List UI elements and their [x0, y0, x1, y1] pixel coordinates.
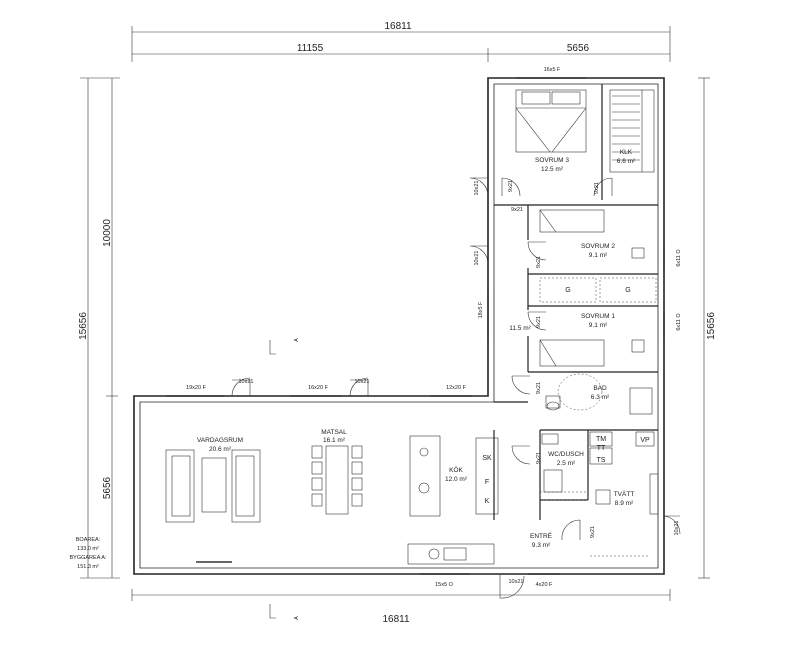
- area-summary: BOAREA: 133.0 m² BYGGAREA A: 151.3 m²: [70, 537, 107, 570]
- room-matsal-area: 16.1 m²: [323, 437, 346, 444]
- room-sovrum2-area: 9.1 m²: [589, 252, 608, 259]
- label-d-front: 10x21: [509, 579, 524, 585]
- section-markers: [269, 340, 276, 619]
- fixture-labels: G G SK F K TM TT TS VP: [482, 287, 650, 505]
- dim-left-total: 15656: [78, 312, 89, 340]
- label-d-klk: 9x21: [594, 182, 600, 194]
- label-d-left1: 10x21: [474, 181, 480, 196]
- label-w-liv1: 19x20 F: [186, 385, 207, 391]
- label-d-sov3: 9x21: [508, 180, 514, 192]
- room-entre-area: 9.3 m²: [532, 542, 551, 549]
- room-klk-name: KLK: [620, 149, 633, 156]
- boarea-value: 133.0 m²: [77, 546, 99, 552]
- boarea-label: BOAREA:: [76, 537, 101, 543]
- room-vardagsrum-name: VARDAGSRUM: [197, 437, 243, 444]
- byggarea-label: BYGGAREA A:: [70, 555, 107, 561]
- label-d-hall1: 9x21: [511, 207, 523, 213]
- fixture-g2: G: [625, 287, 630, 294]
- dim-bottom-total: 16811: [382, 614, 410, 625]
- label-w-liv3: 12x20 F: [446, 385, 467, 391]
- opening-labels: 16x5 F 10x21 9x21 9x21 9x21 10x21 9x21 6…: [186, 67, 682, 588]
- fixture-g1: G: [565, 287, 570, 294]
- fixture-tm: TM: [596, 436, 606, 443]
- label-d-left2: 10x21: [474, 251, 480, 266]
- room-sovrum1-area: 9.1 m²: [589, 322, 608, 329]
- room-vardagsrum-area: 20.6 m²: [209, 446, 232, 453]
- fixture-tt: TT: [597, 445, 606, 452]
- fixture-ts: TS: [597, 457, 606, 464]
- room-tvatt-area: 8.9 m²: [615, 500, 634, 507]
- dimension-lines: [80, 26, 710, 601]
- room-sovrum3-area: 12.5 m²: [541, 166, 564, 173]
- label-w-right2: 6x11 O: [676, 313, 682, 331]
- dim-top-total: 16811: [384, 21, 412, 32]
- room-labels: SOVRUM 3 12.5 m² KLK 6.6 m² SOVRUM 2 9.1…: [197, 149, 636, 549]
- room-bad-area: 6.3 m²: [591, 394, 610, 401]
- section-a-top: A: [294, 338, 300, 342]
- room-wc-dusch-name: WC/DUSCH: [548, 451, 584, 458]
- section-a-bottom: A: [294, 616, 300, 620]
- label-d-sov1: 9x21: [536, 316, 542, 328]
- label-w-bottom: 15x5 O: [435, 582, 453, 588]
- label-d-bad: 9x21: [536, 382, 542, 394]
- dim-right-total: 15656: [706, 312, 717, 340]
- room-sovrum3-name: SOVRUM 3: [535, 157, 569, 164]
- room-tvatt-name: TVÄTT: [614, 490, 635, 498]
- room-kok-name: KÖK: [449, 466, 463, 474]
- label-w-front: 4x20 F: [536, 582, 553, 588]
- room-kok-area: 12.0 m²: [445, 476, 468, 483]
- room-klk-area: 6.6 m²: [617, 158, 636, 165]
- furniture: [165, 89, 659, 565]
- label-d-sov2: 9x21: [536, 256, 542, 268]
- label-w-top: 16x5 F: [544, 67, 561, 73]
- dim-left-lower: 5656: [102, 476, 113, 499]
- label-d-entre: 9x21: [590, 526, 596, 538]
- room-entre-name: ENTRÉ: [530, 531, 553, 540]
- room-sovrum2-name: SOVRUM 2: [581, 243, 615, 250]
- dim-top-right: 5656: [567, 43, 590, 54]
- fixture-k: K: [485, 498, 490, 505]
- room-wc-dusch-area: 2.5 m²: [557, 460, 576, 467]
- room-hall-area: 11.5 m²: [509, 325, 531, 332]
- doors: [231, 177, 681, 599]
- label-d-liv1: 10x21: [239, 379, 254, 385]
- dim-top-left: 11155: [297, 43, 324, 54]
- label-w-right1: 6x11 O: [676, 249, 682, 267]
- room-bad-name: BAD: [593, 385, 607, 392]
- room-matsal-name: MATSAL: [321, 429, 347, 436]
- dim-left-upper: 10000: [102, 219, 113, 247]
- label-d-wc: 9x21: [536, 452, 542, 464]
- label-d-liv2: 10x21: [355, 379, 370, 385]
- label-d-right: 10x21: [674, 521, 680, 536]
- label-w-corner: 18x5 F: [478, 301, 484, 318]
- label-w-liv2: 16x20 F: [308, 385, 329, 391]
- fixture-f: F: [485, 479, 489, 486]
- windows: [166, 77, 665, 575]
- fixture-sk: SK: [482, 455, 492, 462]
- room-sovrum1-name: SOVRUM 1: [581, 313, 615, 320]
- byggarea-value: 151.3 m²: [77, 564, 99, 570]
- fixture-vp: VP: [640, 437, 650, 444]
